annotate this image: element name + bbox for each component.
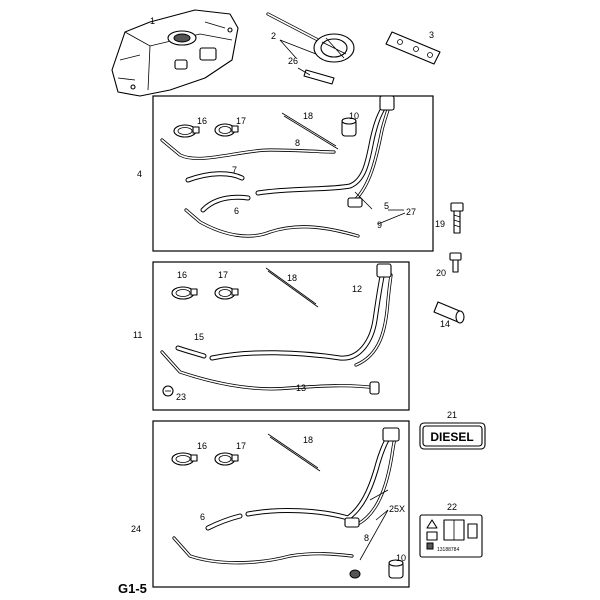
callout-1: 1 — [150, 16, 155, 26]
callout-15: 15 — [194, 332, 204, 342]
box-filler-pipe-4 — [152, 95, 434, 252]
mounting-bracket — [385, 31, 441, 65]
sticker-code: 13188784 — [437, 547, 459, 553]
callout-19: 19 — [435, 219, 445, 229]
diesel-label-text: DIESEL — [430, 430, 473, 444]
callout-18b: 18 — [287, 273, 297, 283]
callout-8a: 8 — [295, 138, 300, 148]
box-filler-pipe-24 — [152, 420, 410, 588]
callout-21: 21 — [447, 410, 457, 420]
callout-3: 3 — [429, 30, 434, 40]
callout-2: 2 — [271, 31, 276, 41]
callout-6b: 6 — [200, 512, 205, 522]
callout-25x: 25X — [389, 504, 405, 514]
callout-13: 13 — [296, 383, 306, 393]
filler-cap-assembly — [266, 12, 355, 85]
diesel-label: DIESEL — [419, 422, 486, 450]
callout-16a: 16 — [197, 116, 207, 126]
callout-18a: 18 — [303, 111, 313, 121]
box-filler-pipe-11 — [152, 261, 410, 411]
callout-27: 27 — [406, 207, 416, 217]
callout-26: 26 — [288, 56, 298, 66]
callout-24: 24 — [131, 524, 141, 534]
callout-6a: 6 — [234, 206, 239, 216]
callout-4: 4 — [137, 169, 142, 179]
box2-parts — [160, 263, 393, 397]
callout-17c: 17 — [236, 441, 246, 451]
callout-11: 11 — [133, 330, 142, 340]
info-sticker: 13188784 — [419, 514, 483, 558]
callout-16c: 16 — [197, 441, 207, 451]
callout-18c: 18 — [303, 435, 313, 445]
callout-8b: 8 — [364, 533, 369, 543]
callout-9: 9 — [377, 220, 382, 230]
leader-lines — [279, 39, 406, 561]
callout-23: 23 — [176, 392, 186, 402]
fuel-tank — [111, 9, 239, 97]
callout-5: 5 — [384, 201, 389, 211]
callout-12: 12 — [352, 284, 362, 294]
box1-parts — [160, 95, 395, 238]
callout-7: 7 — [232, 165, 237, 175]
callout-10b: 10 — [396, 553, 406, 563]
box3-parts — [171, 427, 404, 579]
callout-16b: 16 — [177, 270, 187, 280]
callout-10a: 10 — [349, 111, 359, 121]
callout-17a: 17 — [236, 116, 246, 126]
callout-17b: 17 — [218, 270, 228, 280]
callouts: 1 2 3 26 4 16 17 18 10 8 7 6 5 27 9 19 2… — [131, 16, 457, 563]
callout-14: 14 — [440, 319, 450, 329]
bolt-20 — [449, 252, 462, 273]
callout-22: 22 — [447, 502, 457, 512]
bolt-19 — [450, 202, 464, 234]
page-code: G1-5 — [118, 581, 147, 596]
sleeve-14 — [433, 301, 465, 324]
callout-20: 20 — [436, 268, 446, 278]
